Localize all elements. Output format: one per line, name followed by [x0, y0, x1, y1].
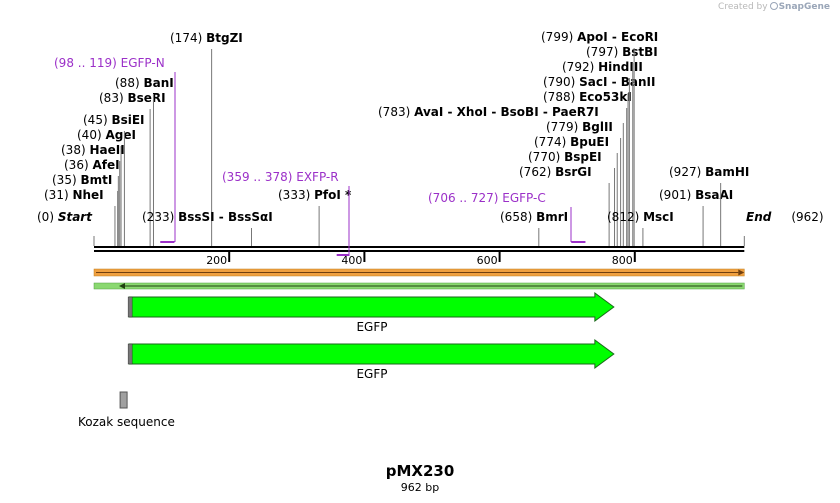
- site-label: (45) BsiEI: [83, 113, 145, 127]
- site-label: (88) BanI: [115, 76, 174, 90]
- site-label: (797) BstBI: [586, 45, 658, 59]
- snapgene-logo-icon: [769, 2, 778, 10]
- site-label: (233) BssSI - BssSαI: [142, 210, 273, 224]
- credit-brand: SnapGene: [778, 2, 830, 12]
- primer-label: (98 .. 119) EGFP-N: [54, 56, 165, 70]
- plasmid-length: 962 bp: [400, 481, 440, 494]
- site-label: (36) AfeI: [64, 158, 120, 172]
- site-label: (792) HindIII: [562, 60, 643, 74]
- site-label: (901) BsaAI: [659, 188, 733, 202]
- ruler-tick-label: 600: [477, 254, 498, 267]
- site-label: (788) Eco53kI: [543, 90, 632, 104]
- plasmid-name: pMX230: [385, 462, 455, 480]
- site-label: (812) MscI: [607, 210, 674, 224]
- site-label: (40) AgeI: [77, 128, 136, 142]
- site-label: (31) NheI: [44, 188, 104, 202]
- credit-prefix: Created by: [718, 2, 768, 12]
- site-label: (333) PfoI *: [278, 188, 352, 202]
- snapgene-credit: Created by SnapGene: [718, 2, 830, 12]
- ruler-tick-label: 200: [206, 254, 227, 267]
- site-label: (35) BmtI: [52, 173, 112, 187]
- reverse-strand-arrowhead: [119, 283, 125, 289]
- feature-label: Kozak sequence: [78, 415, 175, 429]
- site-label: (83) BseRI: [99, 91, 166, 105]
- site-label: (799) ApoI - EcoRI: [541, 30, 658, 44]
- feature-label: EGFP: [356, 367, 387, 381]
- ruler-tick-label: 400: [341, 254, 362, 267]
- feature-label: EGFP: [356, 320, 387, 334]
- egfp-arrow: [128, 339, 615, 369]
- site-label: End(962): [746, 210, 824, 224]
- forward-strand-arrowhead: [738, 269, 745, 276]
- site-label: (790) SacI - BanII: [543, 75, 655, 89]
- site-label: (658) BmrI: [500, 210, 568, 224]
- egfp-start-marker: [127, 296, 133, 318]
- egfp-feature: EGFP: [127, 292, 615, 334]
- site-label: (38) HaeII: [61, 143, 125, 157]
- egfp-feature: EGFP: [127, 339, 615, 381]
- egfp-arrow: [128, 292, 615, 322]
- ruler-tick-label: 800: [612, 254, 633, 267]
- site-label: (174) BtgZI: [170, 31, 243, 45]
- site-label: (0) Start: [37, 210, 93, 224]
- site-label: (762) BsrGI: [519, 165, 592, 179]
- site-label: (774) BpuEI: [534, 135, 609, 149]
- site-label: (927) BamHI: [669, 165, 749, 179]
- egfp-start-marker: [127, 343, 133, 365]
- site-label: (779) BglII: [546, 120, 613, 134]
- site-label: (783) AvaI - XhoI - BsoBI - PaeR7I: [378, 105, 599, 119]
- primer-label: (359 .. 378) EXFP-R: [222, 170, 339, 184]
- primer-label: (706 .. 727) EGFP-C: [428, 191, 546, 205]
- kozak-feature: [119, 391, 128, 409]
- site-label: (770) BspEI: [528, 150, 602, 164]
